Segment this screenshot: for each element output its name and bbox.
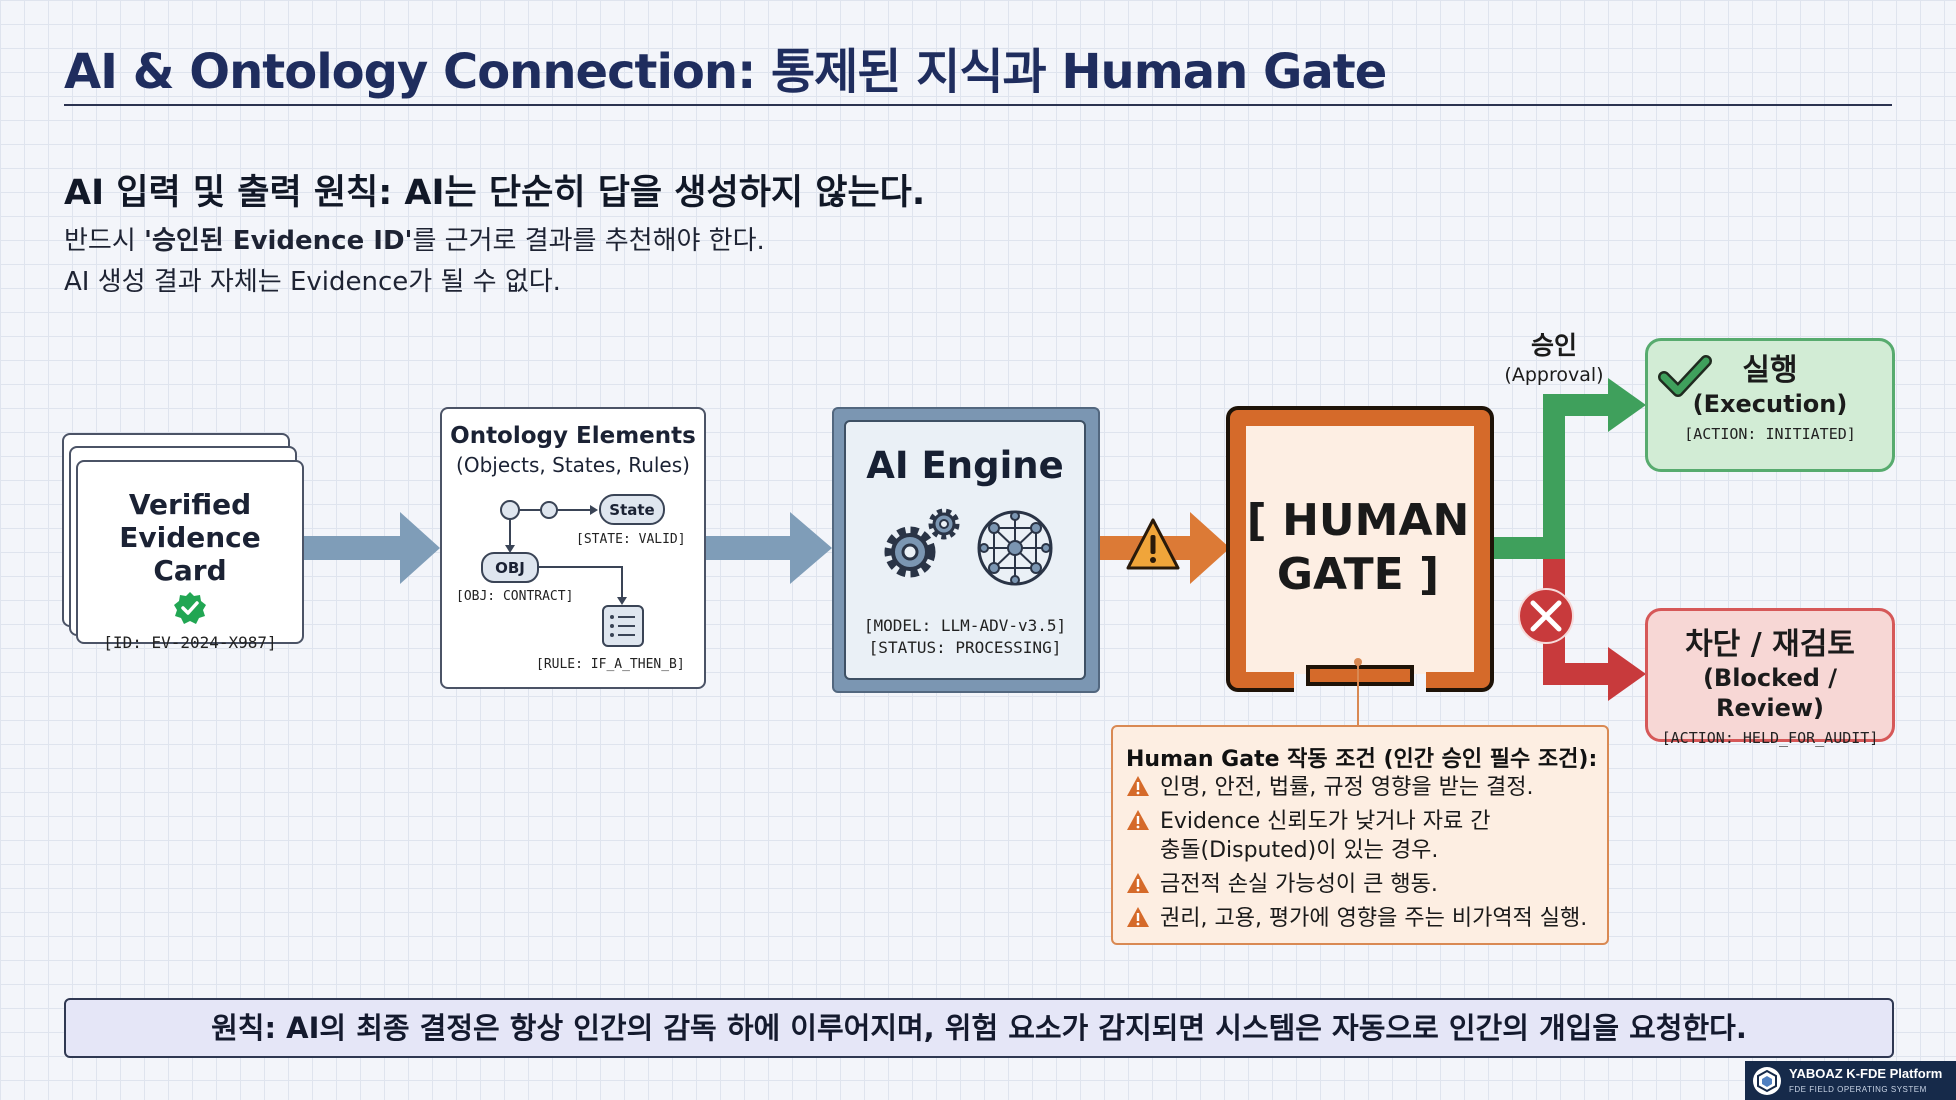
condition-item: Evidence 신뢰도가 낮거나 자료 간 충돌(Disputed)이 있는 …	[1126, 807, 1490, 865]
condition-text: 인명, 안전, 법률, 규정 영향을 받는 결정.	[1160, 775, 1534, 800]
verified-evidence-card[interactable]: Verified Evidence Card [ID: EV-2024-X987…	[76, 460, 304, 652]
blocked-title: 차단 / 재검토	[1685, 627, 1855, 662]
warning-icon	[1127, 810, 1149, 830]
platform-logo-icon	[1753, 1067, 1781, 1095]
title-divider	[64, 104, 1892, 106]
approval-label-ko: 승인	[1530, 331, 1577, 360]
page-title: AI & Ontology Connection: 통제된 지식과 Human …	[64, 44, 1387, 100]
ontology-graph	[481, 494, 665, 647]
execution-action: [ACTION: INITIATED]	[1684, 425, 1856, 443]
approval-label-en: (Approval)	[1504, 364, 1604, 386]
state-node-label: State	[609, 501, 655, 519]
blocked-action: [ACTION: HELD_FOR_AUDIT]	[1661, 729, 1879, 747]
evidence-id: [ID: EV-2024-X987]	[103, 633, 277, 652]
condition-text: Evidence 신뢰도가 낮거나 자료 간	[1160, 809, 1491, 834]
execution-subtitle: (Execution)	[1692, 390, 1848, 418]
approval-path	[1488, 394, 1612, 559]
warning-icon	[1127, 776, 1149, 796]
human-gate-line1: [ HUMAN	[1246, 495, 1470, 546]
ai-engine-box[interactable]: AI Engine [MODEL: LLM-ADV-v3.5] [STATUS:	[844, 420, 1086, 680]
connector-dot	[1354, 658, 1362, 666]
reject-x-icon	[1518, 588, 1574, 644]
desc-text: 를 근거로 결과를 추천해야 한다.	[412, 226, 765, 256]
checkmark-icon	[1658, 355, 1712, 397]
neural-network-icon	[977, 510, 1053, 586]
condition-item: 금전적 손실 가능성이 큰 행동.	[1126, 870, 1438, 899]
description-line-1: 반드시 '승인된 Evidence ID'를 근거로 결과를 추천해야 한다.	[64, 220, 765, 257]
section-subheading: AI 입력 및 출력 원칙: AI는 단순히 답을 생성하지 않는다.	[64, 173, 926, 213]
obj-label: [OBJ: CONTRACT]	[456, 589, 574, 604]
human-gate-conditions: Human Gate 작동 조건 (인간 승인 필수 조건): 인명, 안전, …	[1111, 725, 1609, 945]
ontology-subtitle: (Objects, States, Rules)	[456, 453, 690, 477]
approval-label: 승인 (Approval)	[1496, 326, 1612, 386]
platform-name: YABOAZ K-FDE Platform	[1789, 1066, 1943, 1081]
platform-badge: YABOAZ K-FDE Platform FDE FIELD OPERATIN…	[1745, 1061, 1956, 1100]
evidence-title-line2: Evidence Card	[119, 521, 261, 587]
conditions-title: Human Gate 작동 조건 (인간 승인 필수 조건):	[1126, 747, 1598, 772]
gears-icon	[884, 508, 960, 578]
ontology-node	[500, 500, 520, 520]
execution-box[interactable]: 실행 (Execution) [ACTION: INITIATED]	[1645, 338, 1895, 472]
ai-engine-title: AI Engine	[866, 444, 1064, 487]
approval-arrowhead	[1608, 378, 1646, 432]
arrow-ontology-to-engine	[704, 512, 832, 584]
condition-item: 권리, 고용, 평가에 영향을 주는 비가역적 실행.	[1126, 904, 1587, 933]
execution-title: 실행	[1742, 353, 1798, 388]
condition-text: 금전적 손실 가능성이 큰 행동.	[1160, 872, 1438, 897]
ai-model-label: [MODEL: LLM-ADV-v3.5]	[863, 616, 1067, 635]
state-label: [STATE: VALID]	[576, 532, 686, 547]
evidence-card-title: Verified Evidence Card	[78, 488, 302, 587]
ontology-elements-box[interactable]: Ontology Elements (Objects, States, Rule…	[440, 407, 706, 689]
desc-emphasis: '승인된 Evidence ID'	[144, 226, 413, 256]
condition-text: 권리, 고용, 평가에 영향을 주는 비가역적 실행.	[1160, 906, 1588, 931]
warning-icon	[1127, 873, 1149, 893]
ontology-node	[540, 501, 558, 519]
human-gate-frame	[1226, 406, 1494, 692]
ontology-title: Ontology Elements	[450, 423, 696, 449]
rule-label: [RULE: IF_A_THEN_B]	[536, 657, 685, 672]
principle-banner: 원칙: AI의 최종 결정은 항상 인간의 감독 하에 이루어지며, 위험 요소…	[64, 998, 1894, 1058]
obj-node-label: OBJ	[495, 559, 525, 577]
ai-status-label: [STATUS: PROCESSING]	[868, 638, 1062, 657]
state-node	[599, 494, 665, 525]
condition-text-continued: 충돌(Disputed)이 있는 경우.	[1160, 838, 1439, 863]
human-gate-line2: GATE ]	[1276, 549, 1440, 600]
warning-icon	[1127, 907, 1149, 927]
description-line-2: AI 생성 결과 자체는 Evidence가 될 수 없다.	[64, 267, 561, 297]
blocked-review-box[interactable]: 차단 / 재검토 (Blocked / Review) [ACTION: HEL…	[1645, 608, 1895, 747]
blocked-subtitle: (Blocked / Review)	[1702, 664, 1838, 722]
platform-tagline: FDE FIELD OPERATING SYSTEM	[1789, 1085, 1927, 1094]
arrow-evidence-to-ontology	[302, 512, 440, 584]
evidence-title-line1: Verified	[128, 488, 252, 521]
verified-badge-icon	[174, 592, 206, 624]
condition-item: 인명, 안전, 법률, 규정 영향을 받는 결정.	[1126, 773, 1534, 802]
desc-text: 반드시	[64, 226, 145, 256]
human-gate[interactable]: [ HUMAN GATE ]	[1232, 494, 1484, 602]
block-arrowhead	[1608, 647, 1646, 701]
warning-icon	[1126, 518, 1180, 570]
